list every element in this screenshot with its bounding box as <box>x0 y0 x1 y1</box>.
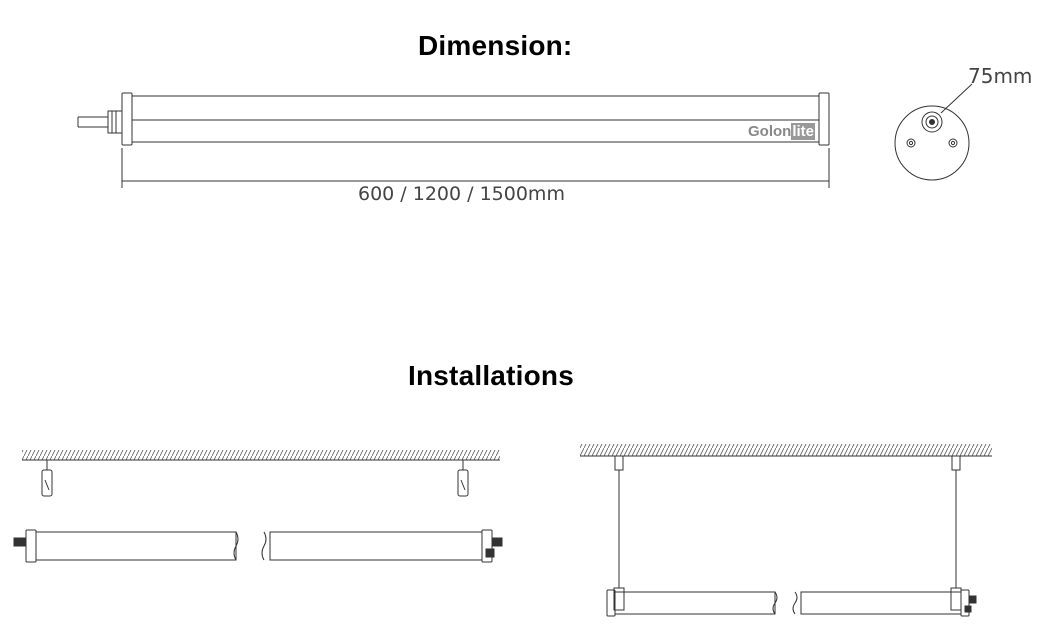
mounting-clip-right <box>457 460 469 497</box>
ceiling-hatch-right <box>580 444 992 456</box>
brand-text-a: Golon <box>748 123 792 140</box>
right-end-cap <box>818 92 830 146</box>
installations-title: Installations <box>408 360 574 391</box>
tube-end-view <box>894 83 973 181</box>
suspended-mount-diagram <box>580 444 992 617</box>
length-dimension-line <box>121 148 830 188</box>
left-end-cap <box>121 92 133 146</box>
brand-logo: Golonlite <box>748 123 816 140</box>
length-label: 600 / 1200 / 1500mm <box>358 183 565 205</box>
power-cable <box>77 116 108 128</box>
cable-gland <box>107 110 123 134</box>
suspended-tube <box>606 589 977 617</box>
diameter-leader-line <box>940 83 973 114</box>
canopy-right <box>951 455 961 471</box>
dimension-title: Dimension: <box>418 30 573 61</box>
tube-side-view <box>77 92 830 188</box>
surface-mount-diagram <box>13 450 503 563</box>
ceiling-hatch-left <box>22 450 500 460</box>
mounting-clip-left <box>41 460 53 497</box>
tube-body <box>131 95 820 143</box>
surface-tube <box>13 529 503 563</box>
brand-text-b: lite <box>791 123 816 140</box>
diameter-label: 75mm <box>968 64 1033 88</box>
canopy-left <box>614 455 624 471</box>
